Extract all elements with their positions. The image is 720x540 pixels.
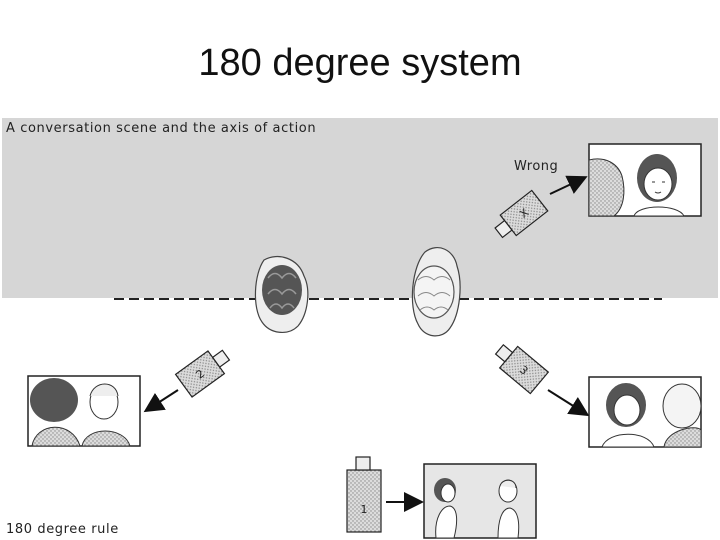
diagram-caption-top: A conversation scene and the axis of act… <box>6 121 317 136</box>
camera-3-arrow <box>547 389 590 417</box>
frame-camera-3-shot <box>588 376 702 448</box>
camera-3: 3 <box>494 343 550 395</box>
slide-title: 180 degree system <box>198 42 522 84</box>
camera-1: 1 <box>346 456 382 533</box>
camera-1-label: 1 <box>361 503 368 516</box>
frame-wrong-shot <box>588 143 702 217</box>
actor-right-topview <box>411 247 461 337</box>
camera-2: 2 <box>174 349 231 398</box>
wrong-label: Wrong <box>514 159 559 174</box>
frame-camera-2-shot <box>27 375 141 447</box>
axis-of-action-diagram: X 2 3 1 <box>2 118 718 540</box>
diagram-caption-bottom: 180 degree rule <box>6 522 119 537</box>
camera-x: X <box>494 189 549 239</box>
frame-camera-1-shot <box>423 463 537 539</box>
camera-2-arrow <box>143 389 179 413</box>
actor-left-topview <box>254 255 309 333</box>
camera-x-arrow <box>549 175 588 195</box>
